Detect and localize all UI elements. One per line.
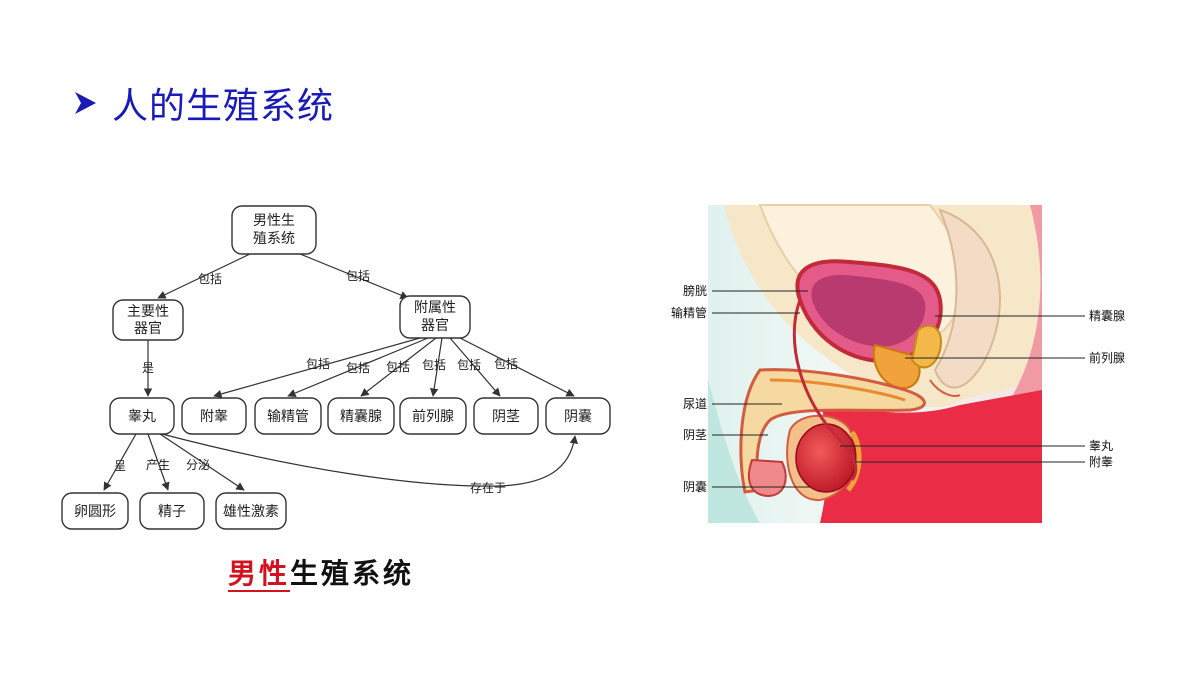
anatomy-leaders	[712, 290, 1085, 488]
node-root-line2: 殖系统	[253, 230, 295, 247]
node-prostate: 前列腺	[399, 397, 467, 435]
edge-testis-androgen	[159, 433, 245, 491]
edge-acc-epididymis	[213, 337, 421, 398]
node-vas-deferens: 输精管	[254, 397, 322, 435]
anat-label-epididymis: 附睾	[1089, 454, 1113, 469]
edge-label-testis-scrotum: 存在于	[470, 481, 506, 495]
anat-label-scrotum: 阴囊	[683, 479, 707, 494]
node-oval-label: 卵圆形	[74, 504, 116, 520]
node-prostate-label: 前列腺	[412, 408, 454, 425]
slide-title: 人的生殖系统	[72, 78, 334, 128]
edge-acc-prostate	[430, 337, 443, 397]
edge-labels: 包括 包括 是 包括 包括 包括 包括 包括 包括 呈 产生 分泌 存在于	[114, 268, 518, 495]
caption-highlight: 男性	[228, 557, 291, 592]
edge-label-root-accessory: 包括	[346, 268, 370, 283]
node-oval: 卵圆形	[61, 492, 129, 530]
anatomy-labels: 膀胱 输精管 尿道 阴茎 阴囊 精囊腺 前列腺 睾丸 附睾	[671, 283, 1125, 494]
anat-label-penis: 阴茎	[683, 428, 707, 442]
node-scrotum-label: 阴囊	[564, 408, 592, 425]
edge-label-main-testis: 是	[142, 361, 154, 375]
node-vas-deferens-label: 输精管	[267, 409, 309, 425]
anatomy-artwork	[708, 204, 1042, 523]
node-main-line2: 器官	[134, 321, 162, 337]
edge-label-testis-sperm: 产生	[146, 458, 170, 472]
node-accessory-organs: 附属性 器官	[399, 295, 471, 339]
node-scrotum: 阴囊	[545, 397, 611, 435]
anat-label-seminal-vesicle: 精囊腺	[1089, 308, 1125, 323]
edge-label-acc-prostate: 包括	[422, 357, 446, 372]
concept-edges	[103, 253, 579, 491]
node-testis-label: 睾丸	[128, 409, 156, 425]
title-text: 人的生殖系统	[112, 86, 335, 127]
node-accessory-line2: 器官	[421, 318, 449, 334]
edge-acc-seminal	[360, 337, 437, 397]
node-root: 男性生 殖系统	[231, 205, 317, 255]
edge-label-testis-androgen: 分泌	[186, 458, 210, 472]
edge-acc-penis	[449, 337, 501, 397]
anat-label-testis: 睾丸	[1089, 438, 1113, 453]
node-testis: 睾丸	[109, 397, 175, 435]
node-penis: 阴茎	[473, 397, 539, 435]
node-sperm-label: 精子	[158, 504, 186, 520]
edge-label-acc-scrotum: 包括	[494, 356, 518, 371]
anat-label-prostate: 前列腺	[1089, 350, 1125, 365]
edge-testis-scrotum	[161, 433, 579, 487]
node-androgen: 雄性激素	[215, 492, 287, 530]
edge-label-root-main: 包括	[198, 271, 222, 286]
node-sperm: 精子	[139, 492, 205, 530]
node-epididymis-label: 附睾	[200, 409, 228, 425]
edge-label-acc-seminal: 包括	[386, 359, 410, 374]
edge-label-testis-oval: 呈	[114, 459, 126, 473]
edge-acc-vas	[287, 337, 429, 397]
node-androgen-label: 雄性激素	[223, 503, 279, 520]
node-main-line1: 主要性	[127, 304, 169, 320]
node-accessory-line1: 附属性	[414, 300, 456, 316]
caption-rest: 生殖系统	[290, 557, 415, 590]
anat-label-bladder: 膀胱	[683, 283, 707, 298]
node-epididymis: 附睾	[181, 397, 247, 435]
edge-label-acc-epididymis: 包括	[306, 356, 330, 371]
anat-label-urethra: 尿道	[683, 397, 707, 411]
anat-label-vas-deferens: 输精管	[671, 305, 707, 320]
edge-root-accessory	[299, 253, 409, 300]
diagram-caption: 男性生殖系统	[228, 552, 414, 592]
edge-root-main	[157, 253, 251, 299]
node-seminal-vesicle-label: 精囊腺	[340, 408, 382, 425]
right-arrow-bullet-icon	[75, 92, 96, 114]
edge-testis-sperm	[147, 433, 170, 491]
edge-acc-scrotum	[459, 337, 575, 397]
edge-testis-oval	[103, 433, 137, 491]
node-main-organs: 主要性 器官	[112, 299, 184, 341]
node-seminal-vesicle: 精囊腺	[327, 397, 395, 435]
edge-label-acc-vas: 包括	[346, 360, 370, 375]
node-root-line1: 男性生	[253, 213, 295, 229]
node-penis-label: 阴茎	[492, 409, 520, 425]
edge-label-acc-penis: 包括	[457, 357, 481, 372]
